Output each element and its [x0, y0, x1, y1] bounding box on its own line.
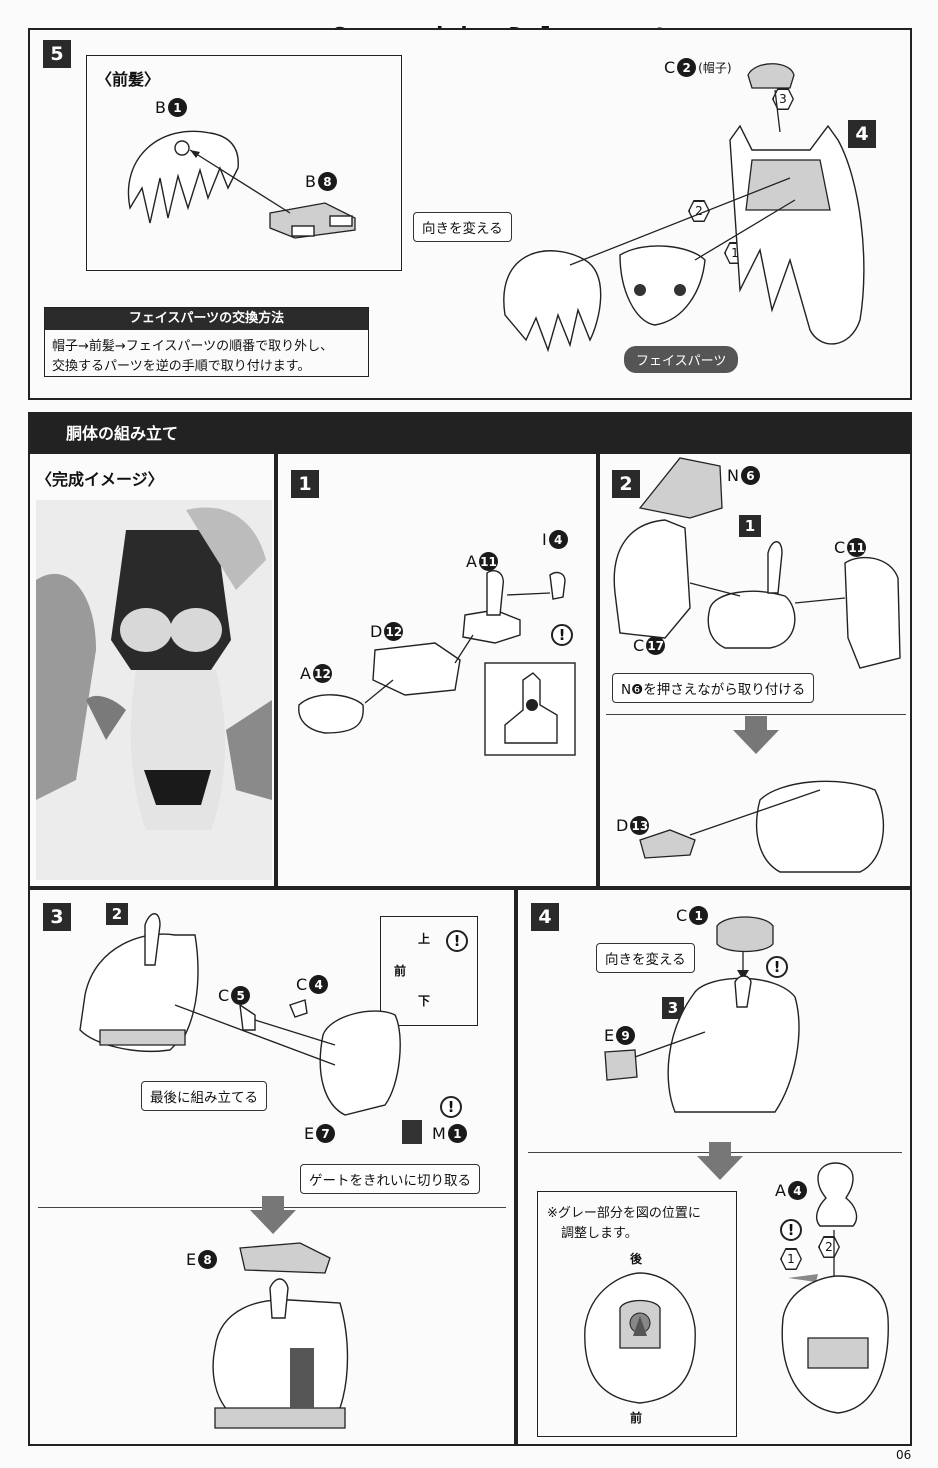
bangs-illustration: [127, 130, 356, 239]
orientation-up: 上: [418, 932, 431, 946]
back-label: 後: [630, 1252, 643, 1266]
step4-seq-1-hex: 1: [780, 1248, 802, 1270]
warning-icon: !: [440, 1096, 462, 1118]
press-n6-callout: N❻を押さえながら取り付ける: [612, 673, 815, 703]
face-parts-pill: フェイスパーツ: [624, 346, 739, 373]
torso-section-banner: 胴体の組み立て: [28, 412, 912, 452]
step4-down-arrow: [697, 1142, 743, 1180]
gray-adjust-note-line1: ※グレー部分を図の位置に: [547, 1206, 701, 1221]
turn-around-callout: 向きを変える: [413, 212, 512, 242]
step3-number: 3: [43, 903, 71, 931]
face-exchange-note-title: フェイスパーツの交換方法: [45, 308, 368, 330]
step4-number: 4: [531, 903, 559, 931]
face-exchange-note-line2: 交換するパーツを逆の手順で取り付けます。: [52, 359, 311, 374]
step4-result-illustration: [781, 1162, 889, 1414]
head-step-ref: 4: [848, 120, 876, 148]
step3-result-illustration: [212, 1242, 349, 1429]
step5-number: 5: [43, 40, 71, 68]
step2-divider: [606, 714, 906, 715]
step3-parts-illustration: [79, 913, 422, 1144]
turn-around-callout-2: 向きを変える: [596, 943, 695, 973]
page-number: 06: [896, 1448, 912, 1462]
head-assembly-illustration: [503, 63, 865, 353]
complete-image-title: 〈完成イメージ〉: [36, 470, 164, 489]
warning-icon: !: [446, 930, 468, 952]
warning-icon: !: [766, 956, 788, 978]
warning-icon: !: [780, 1219, 802, 1241]
seq-3-hex: 3: [772, 88, 794, 110]
cut-gate-callout: ゲートをきれいに切り取る: [300, 1164, 480, 1194]
step2-parts-illustration: [613, 457, 901, 669]
step1-number: 1: [291, 470, 319, 498]
step2-down-arrow: [733, 716, 779, 754]
step4-ref-step3: 3: [662, 997, 684, 1019]
face-exchange-note-line1: 帽子→前髪→フェイスパーツの順番で取り外し、: [52, 339, 334, 354]
front-label: 前: [630, 1411, 643, 1425]
step3-down-arrow: [250, 1196, 296, 1234]
gray-adjust-note-line2: 調整します。: [561, 1226, 638, 1241]
step2-result-illustration: [639, 780, 885, 873]
step3-ref-step2: 2: [106, 903, 128, 925]
completed-figure-photo: [36, 500, 272, 880]
step2-number: 2: [612, 470, 640, 498]
orientation-front: 前: [394, 964, 407, 978]
orientation-down: 下: [418, 994, 431, 1008]
step1-parts-illustration: [298, 569, 576, 756]
gray-adjust-illustration: [584, 1272, 696, 1404]
bangs-title: 〈前髪〉: [96, 70, 161, 89]
step2-ref-step1: 1: [739, 515, 761, 537]
assemble-last-callout: 最後に組み立てる: [141, 1081, 267, 1111]
step4-parts-illustration: [604, 916, 800, 1113]
warning-icon: !: [551, 624, 573, 646]
